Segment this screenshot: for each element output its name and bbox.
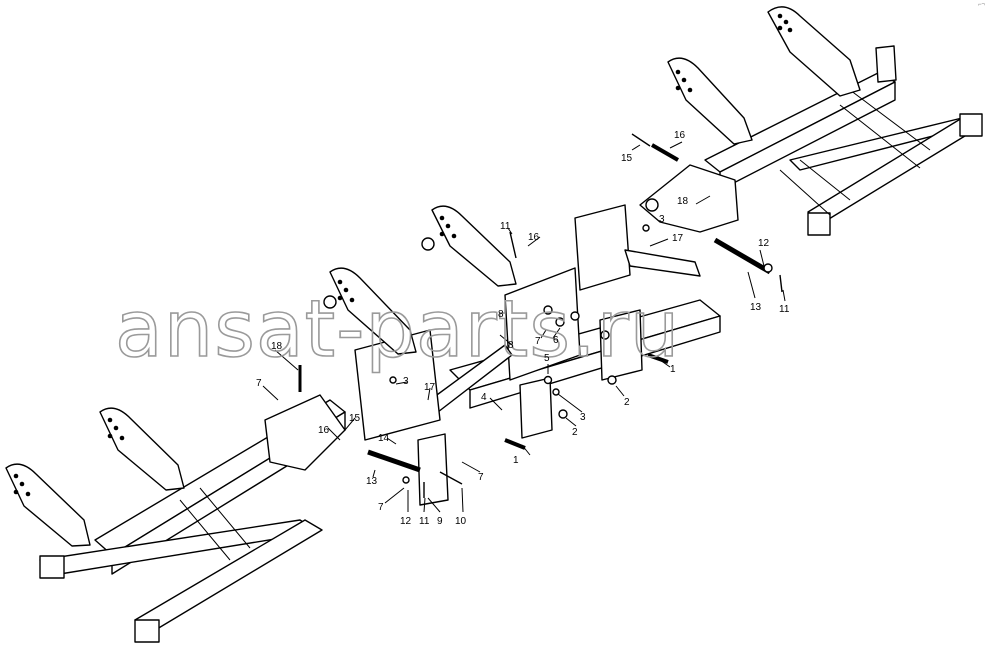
callout-label: 3 [403, 376, 409, 387]
bolt-11-right [779, 274, 783, 293]
parallel-link-arm-upper [624, 249, 701, 277]
callout-label: 6 [553, 335, 559, 346]
washer-2-a [607, 375, 617, 385]
left-strut [179, 487, 251, 561]
callout-label: 11 [500, 221, 511, 232]
left-runner-foot-a [39, 555, 65, 579]
bolt-11-top [509, 231, 517, 259]
callout-label: 1 [670, 364, 676, 375]
callout-labels: 1 1 2 2 3 3 3 4 5 6 7 7 7 7 8 8 9 10 11 … [256, 130, 790, 527]
callout-label: 2 [572, 427, 578, 438]
callout-label: 2 [624, 397, 630, 408]
callout-label: 16 [318, 425, 330, 436]
marker-bracket-center [323, 205, 517, 355]
right-strut-2 [779, 159, 851, 216]
callout-label: 7 [378, 502, 384, 513]
washer-5 [543, 375, 553, 385]
callout-label: 10 [455, 516, 467, 527]
center-assembly [354, 204, 721, 506]
right-runner-lower [807, 117, 979, 223]
callout-label: 11 [779, 304, 790, 315]
callout-label: 12 [400, 516, 412, 527]
pin-1-upper [647, 353, 669, 364]
loose-hardware [298, 133, 783, 498]
washer-12-left [402, 476, 410, 484]
callout-label: 7 [478, 472, 484, 483]
marker-bracket-left [5, 407, 185, 547]
nut-3-c [389, 376, 397, 384]
bolt-15-top [631, 133, 651, 147]
callout-label: 17 [424, 382, 436, 393]
bolt-10 [439, 471, 463, 485]
right-strut [839, 89, 931, 169]
watermark-text: ansat-parts.ru [115, 285, 680, 375]
washer-2-b [558, 409, 568, 419]
callout-label: 4 [481, 392, 487, 403]
callout-label: 15 [349, 413, 361, 424]
marker-plate-a [767, 6, 861, 97]
callout-label: 13 [750, 302, 762, 313]
callout-label: 11 [419, 516, 430, 527]
pin-1-lower [504, 438, 526, 450]
pin-16-top [651, 143, 679, 162]
corner-mark: ⌐¬ [978, 2, 986, 8]
right-runner-foot-b [959, 113, 983, 137]
callout-label: 8 [498, 309, 504, 320]
leader-lines [262, 141, 786, 513]
center-mount-plate-back [574, 204, 631, 291]
nut-3-a [552, 388, 560, 396]
callout-label: 16 [674, 130, 686, 141]
callout-label: 15 [621, 153, 633, 164]
marker-plate-e [99, 407, 185, 491]
callout-label: 7 [256, 378, 262, 389]
left-frame-section [39, 394, 346, 643]
hitch-clamp-left [264, 394, 346, 471]
callout-label: 8 [508, 340, 514, 351]
end-plate-lower [519, 377, 553, 439]
right-end-cap [875, 45, 897, 83]
callout-label: 12 [758, 238, 770, 249]
callout-label: 1 [513, 455, 519, 466]
left-runner-foot-b [134, 619, 160, 643]
callout-label: 14 [378, 433, 390, 444]
marker-plate-f [5, 463, 91, 547]
pin-13-left [367, 449, 421, 473]
hitch-clamp-right [639, 164, 739, 233]
callout-label: 3 [580, 412, 586, 423]
pin-13-right [713, 237, 772, 275]
callout-label: 16 [528, 232, 540, 243]
marker-plate-b [667, 57, 753, 145]
nut-3-b [642, 224, 650, 232]
callout-label: 7 [535, 336, 541, 347]
right-frame-section [704, 45, 983, 236]
marker-plate-d [329, 267, 417, 355]
washer-12-right [763, 263, 773, 273]
right-runner-foot-a [807, 212, 831, 236]
clamp-block [417, 433, 449, 506]
callout-label: 18 [677, 196, 689, 207]
callout-label: 9 [437, 516, 443, 527]
callout-label: 13 [366, 476, 378, 487]
callout-label: 17 [672, 233, 684, 244]
center-bracket-right [599, 309, 643, 381]
callout-label: 5 [544, 353, 550, 364]
callout-label: 18 [271, 341, 283, 352]
marker-plate-c [431, 205, 517, 287]
callout-label: 3 [659, 214, 665, 225]
marker-bracket-upper-right [639, 6, 861, 233]
